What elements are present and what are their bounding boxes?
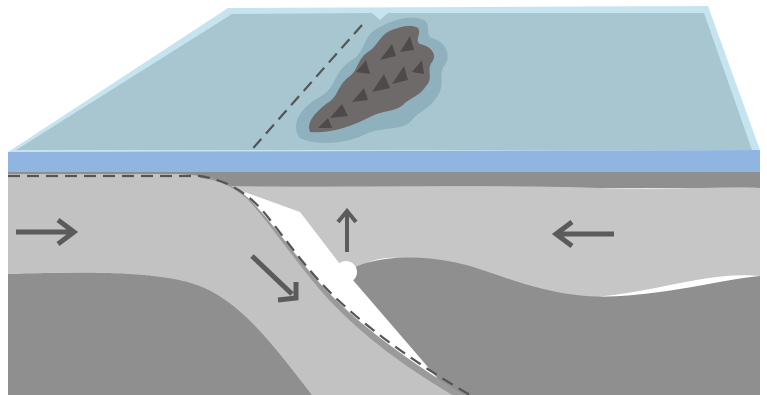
hypocenter-dot — [335, 261, 357, 283]
cross-section — [8, 172, 760, 395]
